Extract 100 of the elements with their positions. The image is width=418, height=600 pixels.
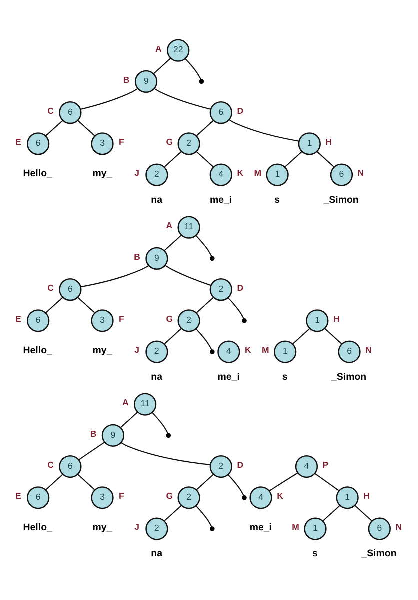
node-circle: 6 — [330, 163, 354, 186]
node-circle: 9 — [146, 246, 168, 270]
node-label: me_i — [210, 194, 232, 206]
node-label: _Simon — [332, 371, 367, 382]
node-circle: 1 — [304, 517, 327, 540]
node-label: H — [333, 314, 340, 324]
node-label: _Simon — [362, 548, 397, 560]
connector — [285, 150, 303, 167]
node-circle: 1 — [274, 340, 297, 363]
node-circle: 2 — [210, 454, 232, 478]
node-circle: 6 — [27, 132, 50, 155]
node-dot — [210, 256, 215, 261]
node-label: C — [48, 105, 54, 116]
node-label: E — [15, 314, 22, 324]
node-label: M — [292, 522, 300, 532]
node-circle: 6 — [27, 486, 50, 509]
node-circle: 2 — [146, 517, 168, 540]
connector — [354, 504, 372, 521]
node-circle: 11 — [134, 392, 157, 416]
node-circle: 1 — [306, 309, 329, 332]
connector — [164, 328, 182, 344]
node-circle: 1 — [266, 163, 289, 186]
node-label: G — [166, 314, 174, 324]
connector — [120, 411, 138, 428]
node-circle: 9 — [134, 70, 158, 93]
node-circle: 22 — [167, 38, 190, 62]
node-label: E — [15, 490, 22, 501]
connector — [152, 412, 169, 434]
connector — [46, 296, 64, 313]
node-circle: 4 — [218, 340, 240, 363]
connector — [164, 504, 182, 521]
node-circle: 3 — [91, 309, 114, 332]
node-label: J — [134, 522, 140, 532]
node-label: M — [254, 168, 262, 178]
connector — [154, 57, 172, 74]
connector — [78, 120, 96, 136]
connector — [196, 120, 214, 136]
node-label: F — [119, 490, 124, 501]
node-label: me_i — [250, 522, 272, 533]
node-dot — [242, 318, 247, 323]
connector — [80, 88, 138, 110]
node-label: Hello_ — [23, 344, 52, 356]
node-label: B — [90, 428, 97, 438]
connector — [229, 119, 300, 142]
connector — [269, 472, 298, 492]
connector — [165, 264, 212, 286]
node-circle: 2 — [146, 340, 168, 363]
node-circle: 6 — [368, 517, 391, 540]
node-dot — [210, 349, 215, 354]
node-label: D — [237, 459, 244, 470]
node-label: my_ — [92, 344, 112, 356]
node-circle: 4 — [250, 486, 272, 509]
connector — [46, 120, 64, 136]
node-label: D — [237, 282, 244, 292]
connector — [196, 234, 212, 257]
connector — [196, 328, 212, 350]
node-label: G — [166, 490, 174, 501]
node-label: K — [237, 168, 244, 178]
node-label: N — [396, 522, 402, 532]
node-label: s — [274, 194, 280, 206]
node-label: s — [282, 371, 288, 382]
node-circle: 2 — [178, 486, 200, 509]
connector — [78, 474, 96, 490]
node-label: P — [322, 459, 329, 470]
node-label: K — [277, 490, 284, 501]
node-circle: 6 — [27, 309, 50, 332]
node-label: my_ — [92, 522, 112, 533]
node-label: na — [151, 194, 162, 206]
connector — [120, 442, 210, 465]
connector — [196, 505, 212, 527]
node-dot — [210, 526, 215, 531]
node-label: J — [134, 168, 140, 178]
connector — [314, 472, 340, 491]
node-label: na — [151, 548, 162, 560]
node-circle: 2 — [178, 309, 200, 332]
node-circle: 3 — [91, 486, 114, 509]
connector — [292, 328, 310, 344]
node-circle: 1 — [298, 132, 321, 155]
node-label: H — [326, 136, 332, 147]
connector — [196, 474, 214, 490]
node-circle: 2 — [146, 163, 168, 186]
connector — [164, 150, 182, 167]
node-label: M — [262, 344, 270, 355]
node-circle: 2 — [178, 132, 200, 155]
node-label: Hello_ — [23, 522, 52, 533]
connector — [164, 234, 182, 250]
node-label: J — [134, 344, 140, 355]
node-label: na — [151, 371, 162, 382]
connector — [196, 296, 214, 313]
node-label: B — [134, 251, 140, 262]
node-circle: 3 — [91, 132, 114, 155]
node-dot — [242, 495, 247, 500]
node-label: me_i — [218, 371, 240, 382]
node-circle: 6 — [338, 340, 361, 363]
node-label: H — [364, 490, 370, 501]
node-circle: 4 — [210, 163, 232, 186]
connector — [154, 88, 211, 110]
connector — [46, 474, 64, 490]
connector — [228, 474, 244, 496]
node-circle: 6 — [59, 101, 82, 124]
